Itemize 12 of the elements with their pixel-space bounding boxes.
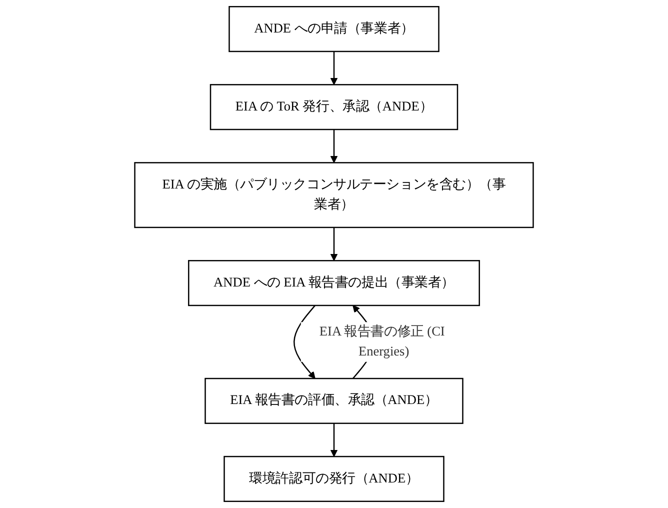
arrow — [294, 305, 316, 379]
arrow — [330, 51, 338, 85]
node-box: EIA 報告書の評価、承認（ANDE） — [204, 378, 464, 424]
edge-label: EIA 報告書の修正 (CI Energies) — [319, 324, 445, 359]
arrow — [330, 423, 338, 457]
arrow — [330, 130, 338, 164]
node-box: ANDE への EIA 報告書の提出（事業者） — [188, 260, 480, 306]
node-box: ANDE への申請（事業者） — [228, 6, 440, 52]
node-box: 環境許認可の発行（ANDE） — [224, 456, 444, 502]
node-box: EIA の ToR 発行、承認（ANDE） — [210, 84, 458, 130]
node-box: EIA の実施（パブリックコンサルテーションを含む）（事業者） — [134, 162, 534, 228]
arrow — [330, 227, 338, 261]
